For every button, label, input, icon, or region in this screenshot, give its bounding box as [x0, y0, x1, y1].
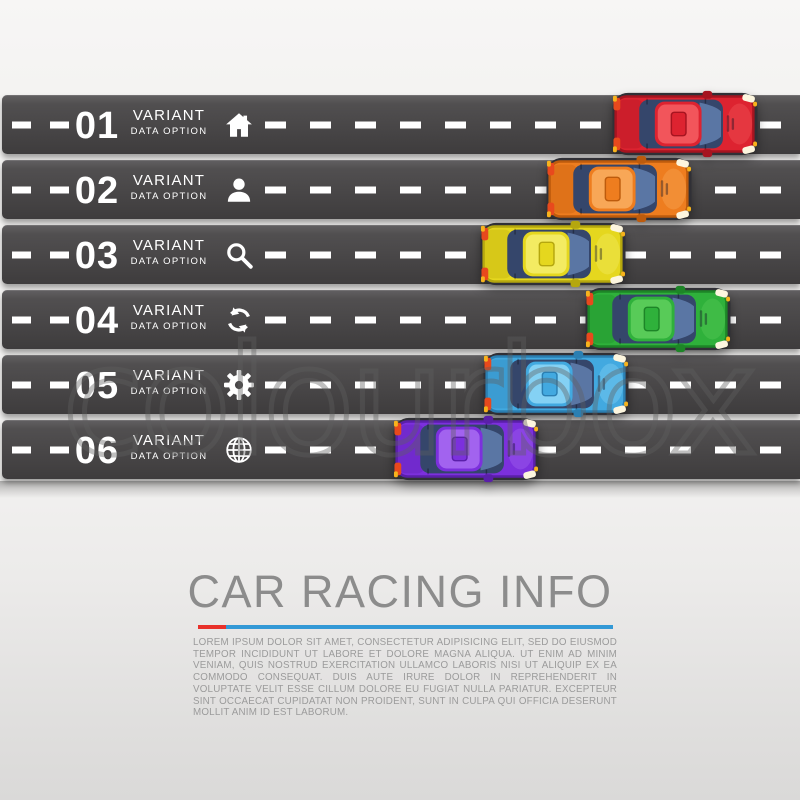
refresh-icon [224, 305, 254, 335]
lane-labels: VARIANT DATA OPTION [122, 367, 216, 397]
road-dashes [12, 316, 798, 324]
lane-number: 01 [74, 105, 120, 147]
lane-subtitle: DATA OPTION [130, 126, 208, 137]
blue-car [483, 350, 629, 418]
lane-number: 02 [74, 170, 120, 212]
lane-number: 04 [74, 300, 120, 342]
lane-title: VARIANT [132, 302, 206, 319]
road-lanes-area: 01 VARIANT DATA OPTION 02 VARIANT DATA O… [0, 90, 800, 498]
road-dashes [12, 251, 798, 259]
lane-labels: VARIANT DATA OPTION [122, 302, 216, 332]
search-icon [224, 240, 254, 270]
road-dashes [12, 186, 798, 194]
title-underline [198, 625, 613, 629]
lane-subtitle: DATA OPTION [130, 321, 208, 332]
lane-subtitle: DATA OPTION [130, 386, 208, 397]
page-title: CAR RACING INFO [187, 566, 613, 617]
road-dashes [12, 446, 798, 454]
lane-subtitle: DATA OPTION [130, 191, 208, 202]
lane-subtitle: DATA OPTION [130, 256, 208, 267]
lane-number: 03 [74, 235, 120, 277]
orange-car [546, 155, 692, 223]
underline-blue-segment [226, 625, 613, 629]
purple-car [393, 415, 539, 483]
lane-number: 05 [74, 365, 120, 407]
lane-title: VARIANT [132, 367, 206, 384]
gear-icon [224, 370, 254, 400]
road-lane: 05 VARIANT DATA OPTION [2, 355, 800, 414]
globe-icon [224, 435, 254, 465]
lane-labels: VARIANT DATA OPTION [122, 432, 216, 462]
road-dashes [12, 121, 798, 129]
lane-title: VARIANT [132, 107, 206, 124]
lane-number: 06 [74, 430, 120, 472]
lane-subtitle: DATA OPTION [130, 451, 208, 462]
road-dashes [12, 381, 798, 389]
road-bottom-shadow [0, 481, 800, 498]
underline-red-segment [198, 625, 226, 629]
green-car [585, 285, 731, 353]
lane-title: VARIANT [132, 237, 206, 254]
yellow-car [480, 220, 626, 288]
user-icon [224, 175, 254, 205]
lane-labels: VARIANT DATA OPTION [122, 237, 216, 267]
lane-title: VARIANT [132, 432, 206, 449]
home-icon [224, 110, 254, 140]
lane-labels: VARIANT DATA OPTION [122, 107, 216, 137]
lane-labels: VARIANT DATA OPTION [122, 172, 216, 202]
lane-title: VARIANT [132, 172, 206, 189]
description-paragraph: LOREM IPSUM DOLOR SIT AMET, CONSECTETUR … [193, 637, 617, 719]
road-lane: 03 VARIANT DATA OPTION [2, 225, 800, 284]
red-car [612, 90, 758, 158]
